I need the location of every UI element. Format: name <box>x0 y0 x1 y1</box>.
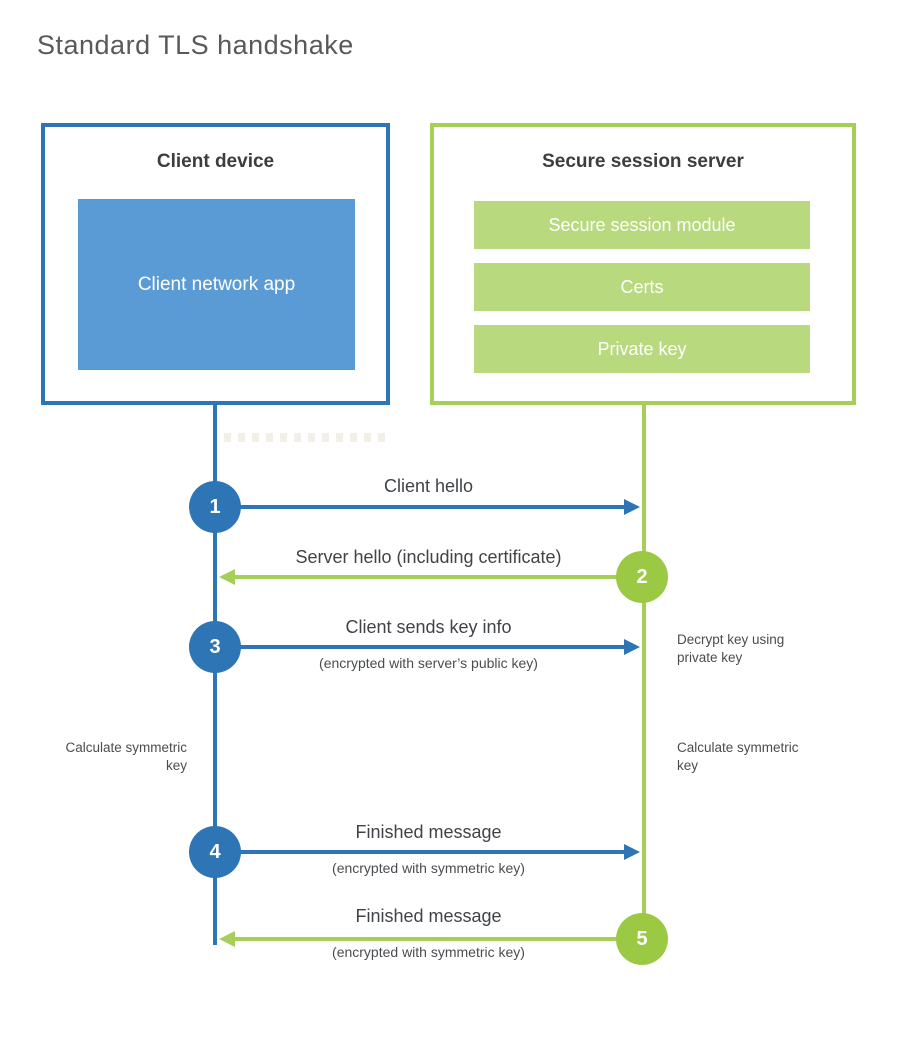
client-device-box: Client device Client network app <box>41 123 390 405</box>
step-5-arrowhead-left-icon <box>219 931 235 947</box>
page-title: Standard TLS handshake <box>37 30 354 60</box>
client-network-app-label: Client network app <box>137 273 296 295</box>
server-lifeline <box>642 405 646 939</box>
faint-dashed-line <box>224 433 390 442</box>
step-5-sublabel: (encrypted with symmetric key) <box>332 944 525 960</box>
step-1-circle: 1 <box>189 481 241 533</box>
step-4-label: Finished message <box>355 822 502 842</box>
step-4-arrowhead-right-icon <box>624 844 640 860</box>
client-device-title: Client device <box>156 151 275 172</box>
calculate-symmetric-key-note-client: Calculate symmetric key <box>65 740 187 773</box>
step-1-label: Client hello <box>383 476 474 496</box>
server-module-private-key: Private key <box>474 325 810 373</box>
decrypt-key-note: Decrypt key using private key <box>677 632 785 665</box>
step-3-sublabel: (encrypted with server’s public key) <box>319 655 538 671</box>
step-2-arrowhead-left-icon <box>219 569 235 585</box>
step-5-circle: 5 <box>616 913 668 965</box>
step-5-arrow-line <box>234 937 642 941</box>
client-network-app-box: Client network app <box>78 199 355 370</box>
server-module-secure-session-module: Secure session module <box>474 201 810 249</box>
step-1-arrowhead-right-icon <box>624 499 640 515</box>
calculate-symmetric-key-note-server: Calculate symmetric key <box>677 740 799 773</box>
step-4-sublabel: (encrypted with symmetric key) <box>332 860 525 876</box>
step-2-circle: 2 <box>616 551 668 603</box>
step-3-circle: 3 <box>189 621 241 673</box>
step-4-circle: 4 <box>189 826 241 878</box>
step-3-arrow-line <box>215 645 625 649</box>
step-5-label: Finished message <box>355 906 502 926</box>
step-1-arrow-line <box>215 505 625 509</box>
secure-session-server-box: Secure session server Secure session mod… <box>430 123 856 405</box>
step-2-arrow-line <box>234 575 642 579</box>
secure-session-server-title: Secure session server <box>542 151 744 172</box>
step-3-arrowhead-right-icon <box>624 639 640 655</box>
server-module-certs: Certs <box>474 263 810 311</box>
step-4-arrow-line <box>215 850 625 854</box>
step-2-label: Server hello (including certificate) <box>295 547 562 567</box>
step-3-label: Client sends key info <box>345 617 512 637</box>
client-lifeline <box>213 405 217 945</box>
